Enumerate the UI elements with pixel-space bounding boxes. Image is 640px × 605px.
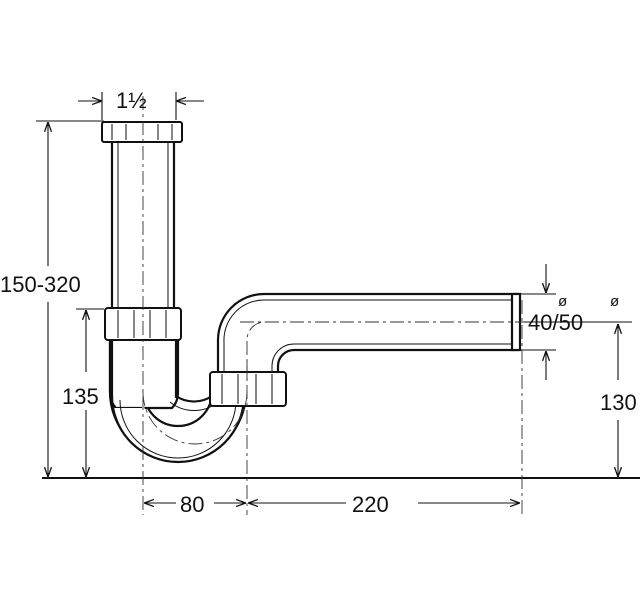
dimension-outlet-length: 220	[248, 492, 520, 517]
outlet-diameter-label: 40/50	[528, 310, 583, 335]
top-flange	[101, 121, 183, 143]
outlet-length-label: 220	[352, 492, 389, 517]
lower-nut	[209, 371, 287, 407]
siphon-pipe	[108, 138, 522, 464]
dimension-lower-height: 135	[62, 308, 104, 477]
dimension-inlet-diameter: 1½	[78, 88, 204, 120]
dimension-trap-width: 80	[144, 492, 246, 517]
outlet-height-label: 130	[600, 390, 637, 415]
dimension-outlet-height: 130	[524, 321, 637, 477]
diameter-symbol-2: ø	[610, 293, 619, 310]
diameter-symbol-1: ø	[558, 293, 567, 310]
lower-height-label: 135	[62, 384, 99, 409]
dimension-outlet-diameter: 40/50 ø ø	[520, 264, 619, 380]
trap-width-label: 80	[180, 492, 204, 517]
total-height-label: 150-320	[0, 272, 81, 297]
dimension-total-height: 150-320	[0, 120, 104, 477]
inlet-diameter-label: 1½	[116, 88, 147, 113]
